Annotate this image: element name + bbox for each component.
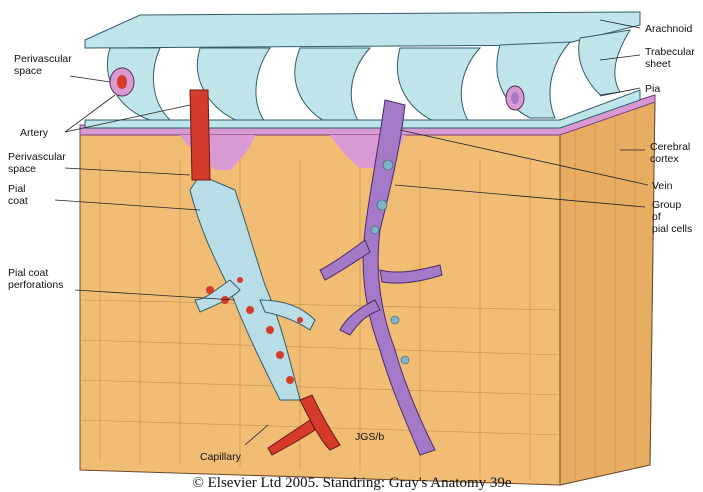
svg-text:Trabecular: Trabecular bbox=[645, 46, 695, 58]
label-vein: Vein bbox=[652, 180, 673, 192]
label-pia: Pia bbox=[645, 83, 660, 95]
svg-text:pial cells: pial cells bbox=[652, 223, 692, 235]
svg-text:perforations: perforations bbox=[8, 279, 63, 291]
label-trabecular-sheet: Trabecular sheet bbox=[645, 46, 695, 70]
label-perivascular-space-top: Perivascular space bbox=[14, 53, 72, 77]
svg-text:Perivascular: Perivascular bbox=[14, 53, 72, 65]
label-capillary: Capillary bbox=[200, 451, 242, 463]
svg-text:cortex: cortex bbox=[650, 153, 679, 165]
label-cerebral-cortex: Cerebral cortex bbox=[650, 141, 690, 165]
vein-ring bbox=[506, 86, 524, 110]
svg-text:of: of bbox=[652, 211, 661, 223]
svg-text:Perivascular: Perivascular bbox=[8, 151, 66, 163]
scale-mark: JGS/b bbox=[355, 431, 384, 443]
svg-text:Pial: Pial bbox=[8, 183, 26, 195]
label-artery: Artery bbox=[20, 127, 49, 139]
svg-text:space: space bbox=[8, 163, 36, 175]
svg-text:sheet: sheet bbox=[645, 58, 671, 70]
label-group-of-pial-cells: Group of pial cells bbox=[652, 199, 692, 235]
svg-text:coat: coat bbox=[8, 195, 28, 207]
svg-text:Group: Group bbox=[652, 199, 681, 211]
perivascular-space-ring bbox=[110, 68, 134, 96]
label-arachnoid: Arachnoid bbox=[645, 23, 692, 35]
arachnoid-layer bbox=[85, 12, 640, 128]
label-pial-coat-perforations: Pial coat perforations bbox=[8, 267, 63, 291]
svg-text:Cerebral: Cerebral bbox=[650, 141, 690, 153]
label-perivascular-space-mid: Perivascular space bbox=[8, 151, 66, 175]
label-pial-coat: Pial coat bbox=[8, 183, 28, 207]
copyright-text: © Elsevier Ltd 2005. Standring: Gray's A… bbox=[192, 475, 511, 491]
svg-text:Pial coat: Pial coat bbox=[8, 267, 48, 279]
svg-text:space: space bbox=[14, 65, 42, 77]
